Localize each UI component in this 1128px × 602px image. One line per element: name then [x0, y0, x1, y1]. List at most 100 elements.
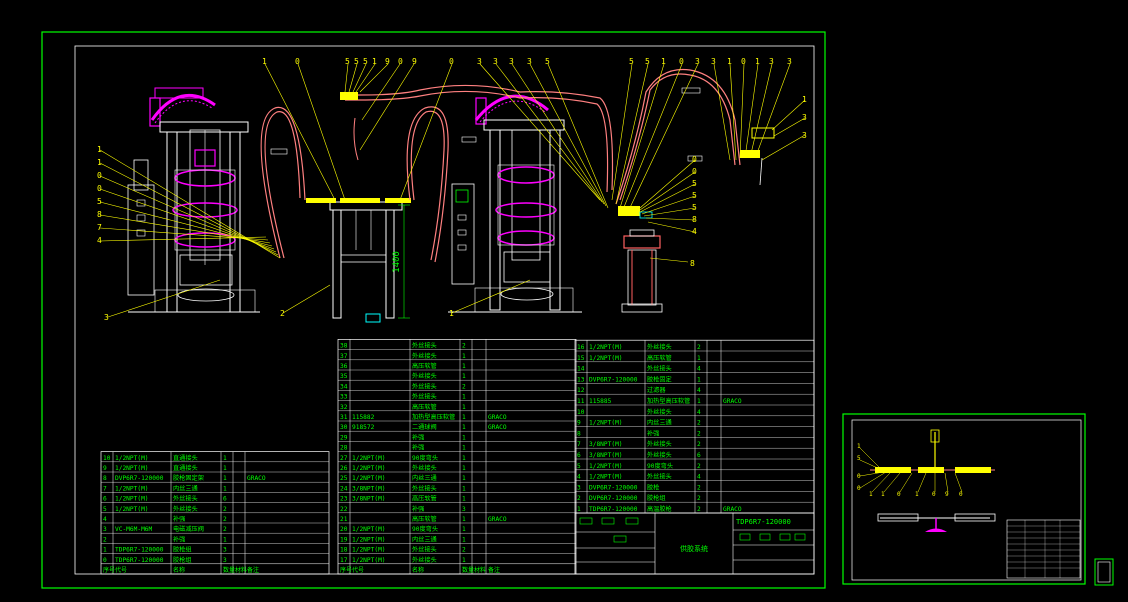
bom-cell-name: 补强: [412, 433, 424, 441]
bom-cell-qty: 1: [462, 465, 466, 472]
bom-cell-name: 补强: [412, 444, 424, 452]
bom-cell-name: 胶枪组: [647, 494, 666, 502]
bom-cell-code: 1/2NPT(M): [115, 455, 149, 462]
bom-cell-name: 外丝接头: [647, 451, 672, 459]
bom-cell-name: 高温胶枪: [647, 505, 672, 513]
bom-cell-no: 6: [577, 452, 581, 459]
bom-cell-qty: 2: [462, 547, 466, 554]
bom-cell-code: 1/2NPT(M): [589, 344, 623, 351]
bom-cell-no: 0: [103, 557, 107, 564]
bom-cell-no: 3: [577, 484, 581, 491]
leader-lines: [99, 63, 806, 318]
bom-cell-qty: 1: [462, 536, 466, 543]
bom-cell-code: 1/2NPT(M): [352, 536, 386, 543]
svg-text:3: 3: [802, 131, 807, 140]
left-pump-station: [127, 87, 260, 313]
svg-text:0: 0: [97, 171, 102, 180]
bom-cell-qty: 2: [697, 484, 701, 491]
svg-text:5: 5: [545, 57, 550, 66]
svg-text:0: 0: [741, 57, 746, 66]
bom-cell-name: 90度弯头: [412, 525, 438, 533]
bom-cell-no: 17: [340, 557, 348, 564]
bom-cell-no: 7: [577, 441, 581, 448]
bom-cell-code: TDP6R7-120000: [115, 547, 164, 554]
bom-cell-no: 10: [577, 409, 585, 416]
bom-cell-no: 9: [577, 420, 581, 427]
svg-text:0: 0: [857, 485, 861, 492]
bom-cell-code: 1/2NPT(M): [589, 463, 623, 470]
svg-text:3: 3: [787, 57, 792, 66]
bom-cell-qty: 1: [697, 398, 701, 405]
bom-cell-code: 1/2NPT(M): [352, 557, 386, 564]
svg-text:5: 5: [645, 57, 650, 66]
bom-cell-no: 1: [103, 547, 107, 554]
bom-cell-name: 胶枪固定: [647, 375, 672, 383]
bom-cell-no: 13: [577, 376, 585, 383]
svg-text:1: 1: [915, 491, 919, 498]
bom-cell-code: 3/8NPT(M): [589, 452, 623, 459]
bom-cell-no: 23: [340, 496, 348, 503]
bom-cell-code: 115885: [589, 398, 612, 405]
bom-cell-no: 2: [103, 536, 107, 543]
bom-cell-name: 电磁减压阀: [173, 525, 204, 533]
svg-text:3: 3: [477, 57, 482, 66]
bom-cell-name: 高压软管: [647, 354, 672, 362]
svg-text:0: 0: [679, 57, 684, 66]
left-magenta-hoop: [150, 93, 216, 121]
bom-cell-code: 115882: [352, 414, 375, 421]
bom-cell-qty: 1: [462, 434, 466, 441]
bom-cell-code: 1/2NPT(M): [115, 485, 149, 492]
bom-cell-code: 1/2NPT(M): [589, 474, 623, 481]
svg-text:0: 0: [449, 57, 454, 66]
bom-cell-name: 外丝接头: [412, 484, 437, 492]
bom-cell-qty: 2: [462, 383, 466, 390]
bom-header-cell: 材料: [235, 566, 247, 574]
svg-text:2: 2: [280, 309, 285, 318]
bom-cell-name: 内丝三通: [412, 474, 437, 482]
bom-cell-qty: 1: [223, 536, 227, 543]
svg-text:3: 3: [711, 57, 716, 66]
bom-cell-code: 1/2NPT(M): [589, 420, 623, 427]
bom-cell-no: 38: [340, 343, 348, 350]
bom-cell-code: DVP6R7-120000: [589, 484, 638, 491]
svg-text:7: 7: [97, 223, 102, 232]
svg-text:1: 1: [857, 443, 861, 450]
svg-text:3: 3: [493, 57, 498, 66]
bom-cell-no: 30: [340, 424, 348, 431]
svg-text:0: 0: [97, 184, 102, 193]
bom-cell-name: 加热型高压软管: [647, 397, 690, 405]
bom-header-cell: 代号: [115, 566, 127, 574]
mini-sheet-border: [1094, 558, 1114, 586]
svg-text:1: 1: [727, 57, 732, 66]
bom-cell-no: 4: [103, 516, 107, 523]
bom-cell-qty: 1: [462, 363, 466, 370]
bom-cell-no: 19: [340, 536, 348, 543]
bom-cell-qty: 3: [223, 557, 227, 564]
bom-cell-code: 3/8NPT(M): [589, 441, 623, 448]
bom-cell-qty: 2: [697, 344, 701, 351]
bom-cell-name: 外丝接头: [412, 393, 437, 401]
svg-text:4: 4: [97, 236, 102, 245]
svg-text:1: 1: [449, 309, 454, 318]
bom-cell-no: 33: [340, 394, 348, 401]
bom-header-cell: 名称: [412, 566, 424, 574]
svg-text:1: 1: [97, 158, 102, 167]
bom-cell-name: 高压软管: [412, 362, 437, 370]
svg-text:1: 1: [262, 57, 267, 66]
bom-cell-code: DVP6R7-120000: [115, 475, 164, 482]
bom-cell-name: 外丝接头: [412, 382, 437, 390]
bom-cell-name: 外丝接头: [647, 440, 672, 448]
bom-cell-name: 外丝接头: [412, 342, 437, 350]
bom-cell-name: 二通球阀: [412, 423, 437, 431]
bom-cell-code: 1/2NPT(M): [352, 455, 386, 462]
bom-cell-code: VC-M6M-M6M: [115, 526, 153, 533]
detail-sheet-inner-frame: [851, 419, 1082, 581]
bom-cell-qty: 1: [462, 373, 466, 380]
bom-cell-name: 内丝三通: [173, 484, 198, 492]
svg-text:3: 3: [509, 57, 514, 66]
bom-cell-no: 14: [577, 366, 585, 373]
bom-cell-name: 外丝接头: [647, 473, 672, 481]
